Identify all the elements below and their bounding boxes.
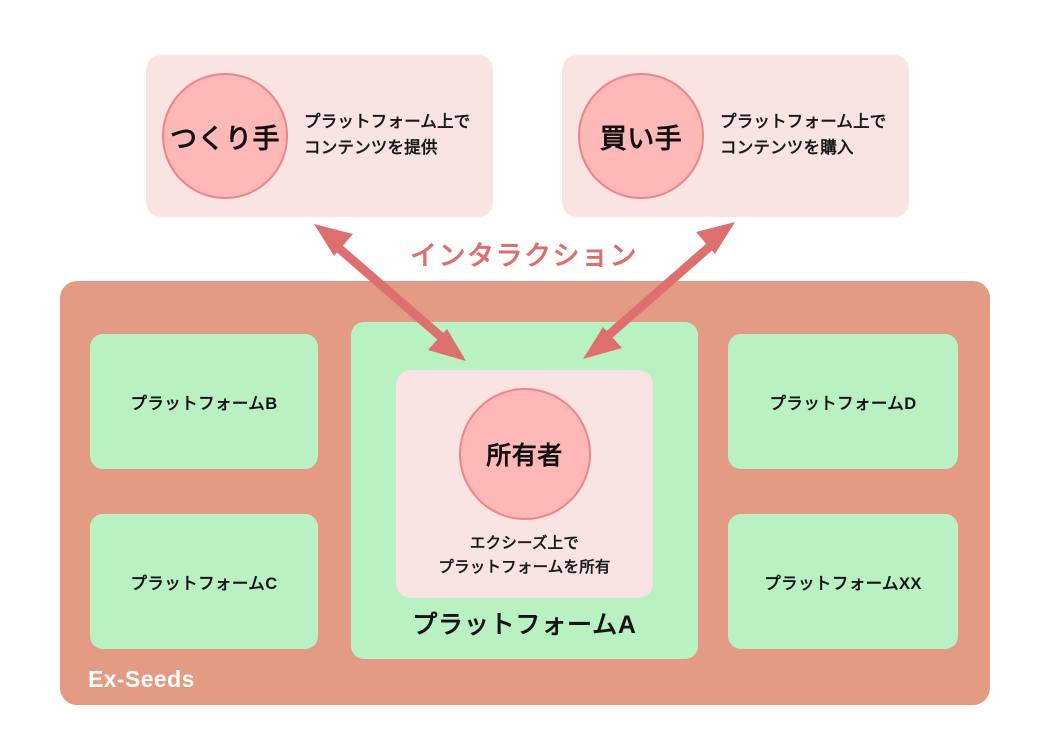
owner-description: エクシーズ上で プラットフォームを所有 (438, 535, 611, 577)
buyer-description: プラットフォーム上で コンテンツを購入 (720, 113, 887, 157)
creator-circle: つくり手 (162, 73, 288, 199)
owner-card: 所有者 エクシーズ上で プラットフォームを所有 (396, 370, 653, 598)
buyer-circle: 買い手 (578, 73, 704, 199)
owner-circle-label: 所有者 (486, 442, 563, 470)
platform-card-xx[interactable]: プラットフォームXX (728, 514, 958, 649)
platform-card-c[interactable]: プラットフォームC (90, 514, 318, 649)
platform-label-xx: プラットフォームXX (764, 574, 922, 593)
actor-card-creator[interactable]: つくり手 プラットフォーム上で コンテンツを提供 (146, 55, 493, 217)
creator-circle-label: つくり手 (170, 123, 280, 154)
platform-label-d: プラットフォームD (769, 394, 917, 413)
interaction-label: インタラクション (410, 241, 638, 271)
actor-card-buyer[interactable]: 買い手 プラットフォーム上で コンテンツを購入 (562, 55, 909, 217)
buyer-circle-label: 買い手 (599, 123, 683, 154)
creator-description: プラットフォーム上で コンテンツを提供 (304, 113, 471, 157)
platform-card-d[interactable]: プラットフォームD (728, 334, 958, 469)
ex-seeds-label: Ex-Seeds (88, 666, 195, 692)
platform-label-b: プラットフォームB (130, 394, 278, 413)
platform-card-b[interactable]: プラットフォームB (90, 334, 318, 469)
platform-card-a[interactable]: 所有者 エクシーズ上で プラットフォームを所有 プラットフォームA (351, 322, 698, 659)
owner-circle: 所有者 (458, 388, 591, 520)
platform-label-a: プラットフォームA (412, 611, 637, 639)
platform-label-c: プラットフォームC (130, 574, 278, 593)
